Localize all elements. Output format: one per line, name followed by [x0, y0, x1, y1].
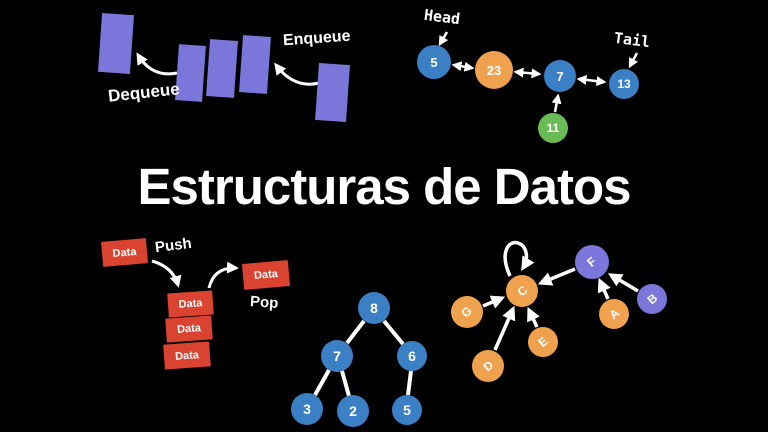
tree-node-7-value: 7	[333, 348, 341, 364]
list-node-13-value: 13	[617, 77, 631, 91]
tree-edge-7-3	[313, 369, 331, 396]
graph-node-e: E	[528, 327, 558, 357]
list-node-13: 13	[609, 69, 639, 99]
dequeue-arrow	[136, 52, 178, 76]
graph-edge-f-c	[537, 267, 576, 286]
list-node-11: 11	[538, 113, 568, 143]
tree-edge-6-5	[406, 370, 413, 396]
graph-edge-a-f	[597, 277, 611, 300]
graph-node-c-label: C	[514, 282, 530, 300]
tree-edge-8-7	[345, 319, 366, 345]
head-pointer-arrow	[438, 31, 449, 47]
list-node-23: 23	[475, 51, 513, 89]
graph-node-f-label: F	[584, 254, 600, 270]
stack-item-1-label: Data	[178, 297, 203, 311]
graph-node-f: F	[575, 245, 609, 279]
stack-push-box: Data	[100, 238, 149, 267]
graph-edge-e-c	[527, 306, 540, 328]
stack-item-2-label: Data	[176, 322, 202, 336]
list-link-11-7	[551, 93, 562, 113]
stack-push-box-label: Data	[112, 245, 137, 260]
tree-node-3-value: 3	[303, 401, 311, 417]
stack-item-1: Data	[167, 290, 214, 318]
pop-arrow	[207, 261, 239, 289]
stack-pop-box-label: Data	[253, 267, 279, 283]
tree-node-5: 5	[392, 395, 422, 425]
graph-node-g: G	[451, 296, 483, 328]
tree-node-6-value: 6	[408, 348, 416, 364]
pop-label: Pop	[249, 293, 279, 312]
list-link-23-7	[513, 67, 542, 79]
graph-node-c: C	[506, 275, 538, 307]
graph-node-a-label: A	[606, 305, 622, 323]
list-node-5-value: 5	[430, 54, 438, 70]
enqueue-arrow	[274, 62, 320, 86]
graph-edge-g-c	[482, 295, 506, 309]
tree-edge-8-6	[382, 319, 405, 346]
stack-item-3: Data	[163, 341, 211, 370]
graph-node-g-label: G	[458, 303, 476, 321]
graph-node-e-label: E	[535, 334, 551, 350]
queue-dequeued-item	[97, 12, 135, 75]
stack-pop-box: Data	[241, 260, 291, 290]
graph-node-d-label: D	[480, 357, 496, 375]
tree-node-2: 2	[337, 395, 369, 427]
list-link-5-23	[451, 61, 475, 72]
tree-edge-7-2	[340, 370, 351, 397]
queue-item-3	[239, 35, 271, 94]
graph-edge-d-c	[493, 305, 516, 351]
list-node-5: 5	[417, 45, 451, 79]
tree-node-5-value: 5	[403, 402, 411, 418]
queue-enqueued-item	[315, 62, 350, 123]
stack-item-2: Data	[165, 315, 213, 343]
graph-node-b-label: B	[644, 290, 660, 308]
tree-node-2-value: 2	[349, 403, 357, 419]
graph-edge-b-f	[607, 273, 639, 293]
tail-pointer-arrow	[628, 52, 639, 69]
push-arrow	[151, 259, 182, 288]
tree-node-8-value: 8	[370, 300, 378, 316]
page-title: Estructuras de Datos	[137, 158, 632, 215]
tree-node-6: 6	[397, 341, 427, 371]
list-node-7: 7	[544, 60, 576, 92]
graph-self-loop-c	[503, 240, 535, 277]
graph-node-a: A	[599, 299, 629, 329]
tree-node-7: 7	[321, 340, 353, 372]
list-node-11-value: 11	[546, 121, 560, 135]
tree-node-3: 3	[291, 393, 323, 425]
queue-item-2	[206, 39, 238, 98]
graph-node-b: B	[637, 284, 667, 314]
graph-node-d: D	[472, 350, 504, 382]
stack-item-3-label: Data	[174, 348, 200, 363]
list-link-7-13	[576, 74, 607, 87]
list-node-7-value: 7	[556, 68, 564, 84]
list-node-23-value: 23	[486, 62, 502, 78]
tree-node-8: 8	[358, 292, 390, 324]
